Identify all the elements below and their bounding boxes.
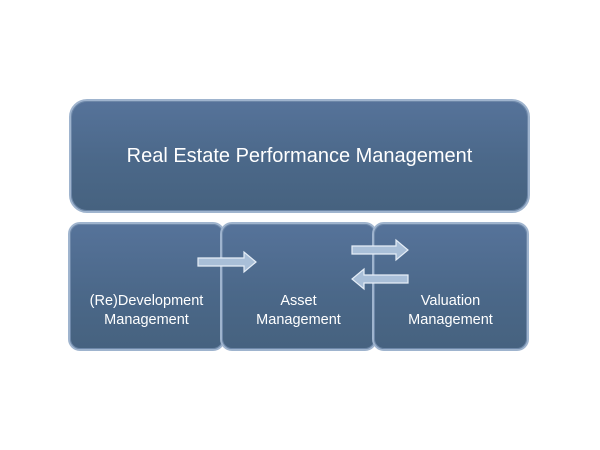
performance-management-box: Real Estate Performance Management [69, 99, 530, 213]
performance-management-label: Real Estate Performance Management [126, 144, 473, 167]
development-label-line1: (Re)Development [89, 293, 204, 309]
valuation-management-label: Valuation Management [408, 292, 493, 330]
asset-label-line1: Asset [280, 293, 317, 309]
asset-label-line2: Management [256, 312, 341, 328]
valuation-management-box: Valuation Management [372, 222, 529, 351]
development-management-label: (Re)Development Management [90, 292, 204, 330]
development-label-line2: Management [104, 312, 189, 328]
valuation-label-line2: Management [408, 312, 493, 328]
development-management-box: (Re)Development Management [68, 222, 225, 351]
valuation-label-line1: Valuation [420, 293, 481, 309]
asset-management-label: Asset Management [256, 292, 341, 330]
asset-management-box: Asset Management [220, 222, 377, 351]
